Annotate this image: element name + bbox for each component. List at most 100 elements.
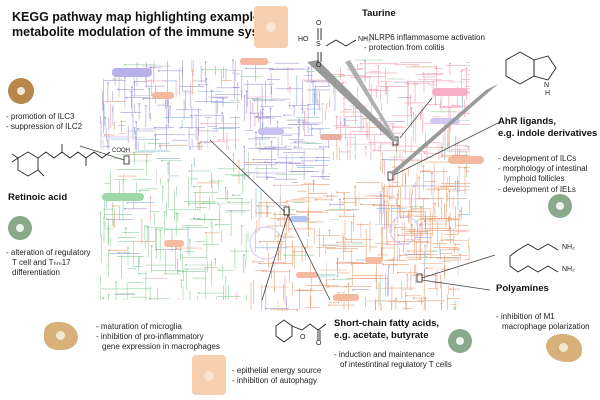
pathway-node [130, 90, 133, 93]
pathway-node [448, 190, 451, 193]
pathway-node [449, 288, 452, 290]
pathway-node [245, 67, 248, 70]
pathway-node [165, 124, 168, 127]
pathway-node [364, 60, 366, 62]
pathway-node [269, 107, 272, 110]
pathway-node [293, 146, 296, 149]
pathway-node [232, 153, 235, 156]
pathway-node [397, 234, 400, 237]
pathway-highlight [432, 88, 468, 96]
pathway-highlight [333, 294, 359, 301]
pathway-node [288, 269, 291, 272]
figure-title: KEGG pathway map highlighting examples o… [12, 10, 283, 39]
n-label-indole: N [544, 82, 550, 89]
retinoic-acid-structure [11, 144, 111, 177]
pathway-node [341, 82, 344, 84]
pathway-node [411, 223, 413, 226]
pathway-node [416, 220, 419, 223]
pathway-node [350, 221, 353, 224]
nh2-label-poly1: NH₂ [562, 244, 575, 251]
pathway-node [307, 104, 309, 106]
pathway-node [347, 282, 350, 285]
nh2-label-taurine: NH₂ [358, 36, 371, 43]
pathway-node [407, 250, 409, 253]
pathway-node [454, 136, 457, 139]
pathway-node [272, 146, 275, 149]
pathway-node [180, 279, 183, 281]
effect-item: differentiation [12, 268, 60, 278]
pathway-node [106, 218, 108, 221]
pathway-node [167, 179, 170, 182]
pathway-node [328, 229, 331, 232]
pathway-node [343, 118, 346, 121]
pathway-node [167, 162, 169, 165]
pathway-node [316, 156, 319, 159]
pathway-node [431, 172, 433, 175]
pathway-node [382, 263, 385, 266]
pathway-node [336, 257, 339, 260]
pathway-node [443, 204, 446, 206]
pathway-node [104, 116, 106, 119]
macrophage-icon [546, 334, 582, 362]
pathway-node [424, 245, 426, 247]
pathway-node [242, 254, 245, 256]
pathway-node [386, 243, 388, 246]
pathway-node [296, 210, 298, 213]
pathway-node [441, 268, 444, 271]
pathway-node [413, 185, 415, 187]
pathway-node [161, 159, 163, 162]
pathway-node [204, 61, 207, 64]
pathway-node [449, 62, 451, 65]
pathway-highlight [102, 193, 144, 201]
pathway-node [419, 223, 421, 226]
pathway-node [201, 68, 204, 71]
pathway-node [422, 72, 425, 75]
pathway-node [245, 90, 248, 92]
pathway-node [396, 204, 399, 207]
pathway-node [429, 232, 432, 235]
effect-item: lymphoid follicles [504, 174, 565, 184]
effect-item: - inhibition of autophagy [232, 376, 317, 386]
pathway-node [125, 227, 127, 230]
pathway-node [342, 197, 345, 200]
pathway-node [204, 232, 207, 234]
pathway-node [150, 245, 153, 247]
taurine-label: Taurine [362, 8, 396, 19]
callout-line [393, 121, 501, 176]
pathway-node [372, 204, 375, 207]
ahr-label-line2: e.g. indole derivatives [498, 128, 598, 139]
pathway-node [298, 119, 301, 121]
pathway-node [218, 139, 221, 141]
pathway-node [368, 89, 371, 92]
taurine-structure [317, 28, 357, 62]
pathway-node [284, 233, 287, 235]
pathway-node [465, 170, 468, 173]
pathway-node [188, 170, 191, 172]
pathway-node [154, 134, 157, 137]
pathway-node [276, 121, 279, 123]
o-label-bottom: O [316, 62, 322, 69]
pathway-node [190, 114, 193, 117]
pathway-node [192, 217, 195, 220]
pathway-node [335, 126, 338, 129]
pathway-node [198, 84, 201, 86]
effect-item: - induction and maintenance [334, 350, 435, 359]
pathway-node [258, 240, 261, 243]
pathway-node [196, 206, 199, 209]
pathway-node [240, 90, 243, 92]
pathway-node [271, 261, 274, 264]
pathway-node [339, 198, 341, 201]
pathway-highlight [240, 58, 268, 65]
pathway-node [266, 205, 269, 208]
pathway-node [419, 170, 422, 173]
scfa-label-line1: Short-chain fatty acids, [334, 318, 440, 329]
pathway-node [136, 128, 139, 130]
pathway-node [282, 236, 285, 239]
pathway-node [422, 170, 424, 172]
pathway-node [288, 228, 291, 230]
pathway-node [451, 104, 454, 107]
pathway-node [294, 140, 296, 143]
pathway-node [270, 140, 273, 143]
effect-item: - development of ILCs [498, 154, 577, 163]
pathway-node [242, 168, 244, 170]
